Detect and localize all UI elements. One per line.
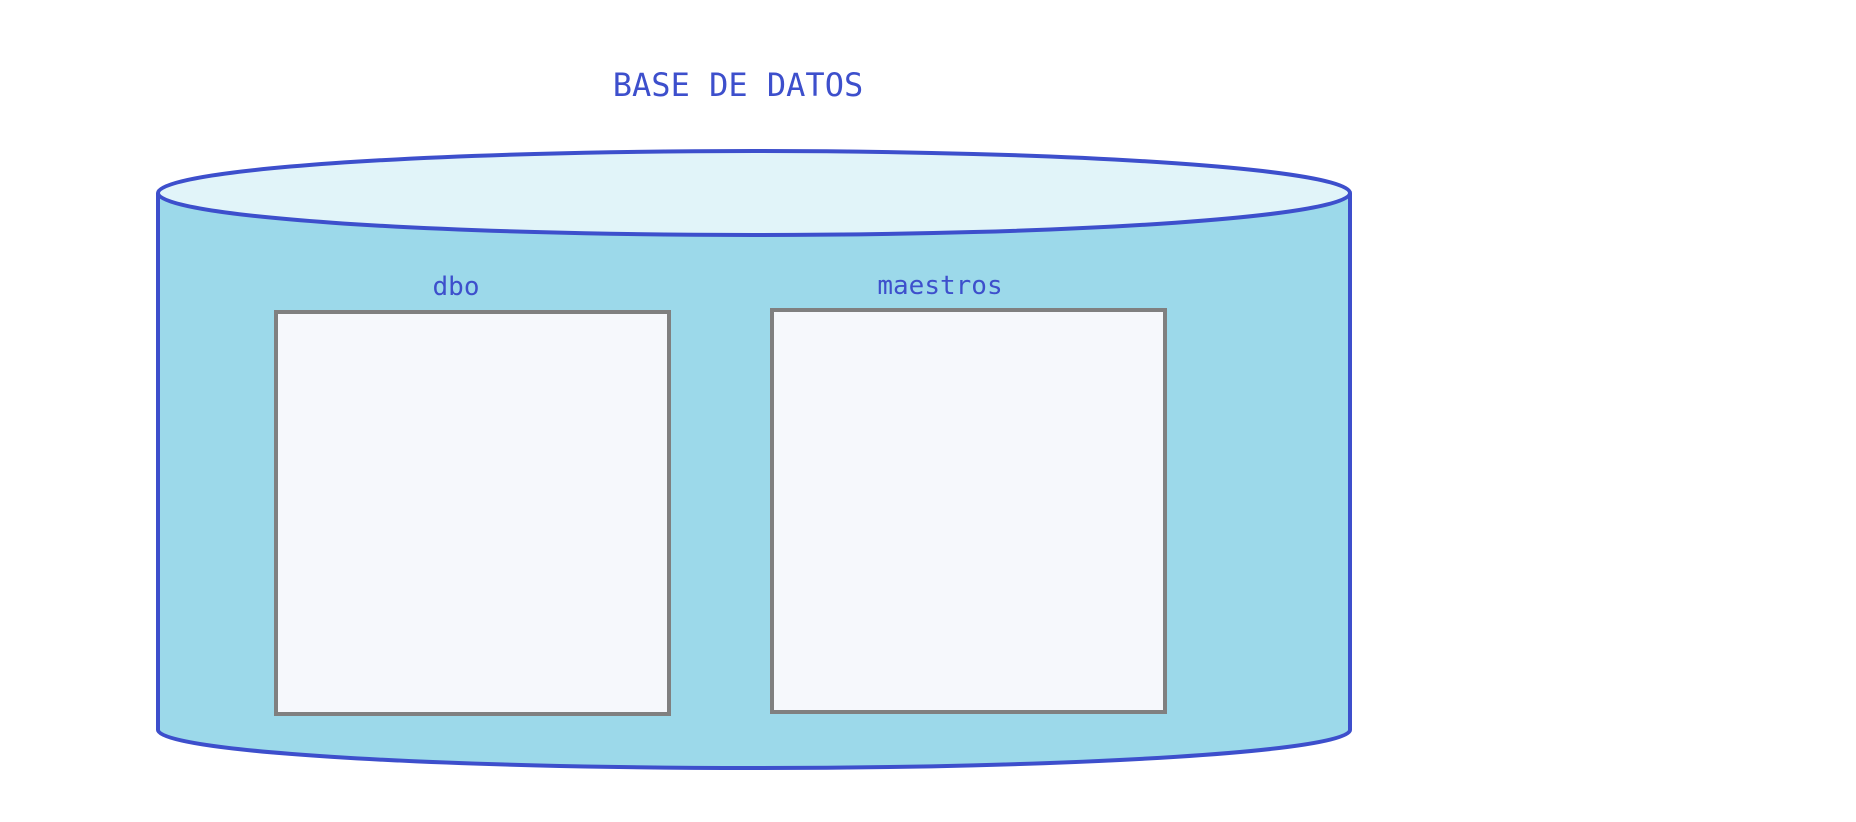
schema-dbo-label: dbo [433,272,480,302]
schema-maestros: maestros [770,271,1167,714]
schema-dbo: dbo [274,272,671,716]
database-cylinder-top [156,149,1352,237]
diagram-title: BASE DE DATOS [613,66,863,104]
schema-maestros-box [770,308,1167,714]
schema-maestros-label: maestros [877,271,1002,301]
schema-dbo-box [274,310,671,716]
